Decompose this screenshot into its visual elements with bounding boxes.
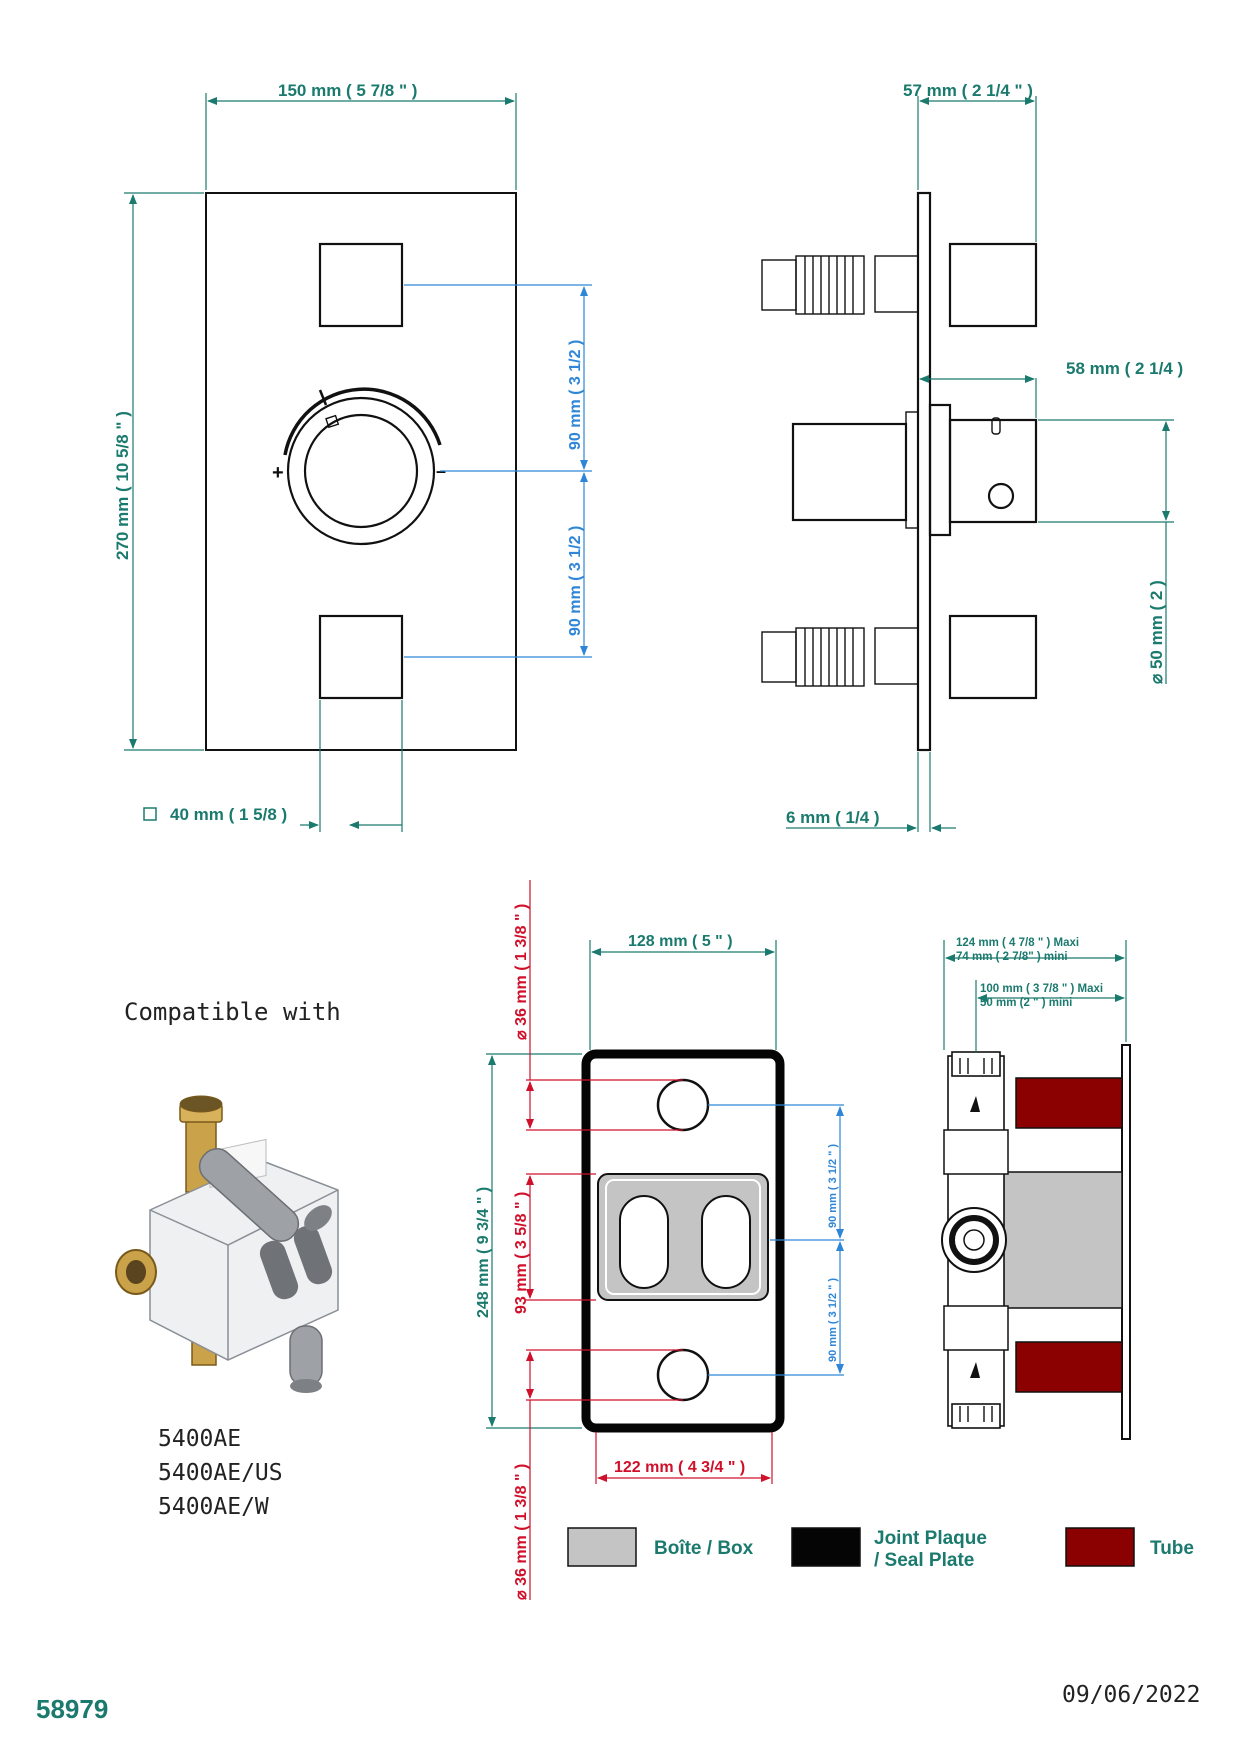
- legend-swatch-seal: [791, 1527, 861, 1567]
- side-seal-plate: [1121, 1044, 1131, 1440]
- model-2: 5400AE/US: [158, 1460, 283, 1486]
- legend: Boîte / Box Joint Plaque / Seal Plate Tu…: [567, 1527, 1194, 1571]
- compatible-section: Compatible with 5400AE 5400AE/US 540: [115, 998, 341, 1520]
- legend-label-seal-1: Joint Plaque: [874, 1528, 987, 1549]
- upper-spacing-label: 90 mm ( 3 1/2 ): [567, 340, 584, 450]
- box-depth-min-label: 74 mm ( 2 7/8" ) mini: [956, 951, 1068, 963]
- width-label: 150 mm ( 5 7/8 " ): [278, 81, 417, 100]
- lower-spacing-label: 90 mm ( 3 1/2 ): [567, 526, 584, 636]
- thickness-label: 6 mm ( 1/4 ): [786, 808, 880, 827]
- upper-tube: [1015, 1077, 1123, 1129]
- legend-swatch-tube: [1065, 1527, 1135, 1567]
- plus-sign: +: [272, 462, 284, 484]
- upper-spline: [761, 255, 865, 315]
- hole-top: [656, 1078, 710, 1132]
- box-front-view: 128 mm ( 5 " ) 122 mm ( 4 3/4 " ) 248 mm…: [475, 880, 844, 1600]
- legend-label-box: Boîte / Box: [654, 1538, 754, 1559]
- lower-tube: [1015, 1341, 1123, 1393]
- box-side-view: 124 mm ( 4 7/8 " ) Maxi 74 mm ( 2 7/8" )…: [941, 937, 1131, 1440]
- hole-bottom-label: ⌀ 36 mm ( 1 3/8 " ): [513, 1464, 530, 1600]
- thermostat-knob-outer: [286, 396, 436, 546]
- thermostat-knob-inner: [303, 413, 419, 529]
- temperature-arc: [283, 387, 442, 456]
- depth-mid-label: 58 mm ( 2 1/4 ): [1066, 359, 1183, 378]
- diameter-label: ⌀ 50 mm ( 2 ): [1147, 580, 1166, 684]
- model-3: 5400AE/W: [158, 1494, 269, 1520]
- box-bottom-width-label: 122 mm ( 4 3/4 " ): [614, 1459, 745, 1476]
- slot-left: [619, 1195, 669, 1289]
- box-top-width-label: 128 mm ( 5 " ): [628, 933, 733, 950]
- box-inner-min-label: 50 mm (2 " ) mini: [980, 997, 1072, 1009]
- side-plate: [916, 191, 932, 752]
- lower-spline: [761, 627, 865, 687]
- front-view: + – 150 mm ( 5 7/8 " ) 270 mm ( 10 5/8 "…: [113, 81, 592, 832]
- cutout-height-label: 93 mm ( 3 5/8 " ): [513, 1192, 530, 1314]
- slot-right: [701, 1195, 751, 1289]
- hole-top-label: ⌀ 36 mm ( 1 3/8 " ): [513, 904, 530, 1040]
- model-1: 5400AE: [158, 1426, 241, 1452]
- arc-tick: [318, 389, 328, 406]
- box-spacing-lower-label: 90 mm ( 3 1/2 " ): [827, 1278, 839, 1362]
- square-label: 40 mm ( 1 5/8 ): [170, 805, 287, 824]
- date: 09/06/2022: [1062, 1682, 1200, 1708]
- hole-bottom: [656, 1348, 710, 1402]
- lower-square-knob: [318, 614, 404, 700]
- side-view: 57 mm ( 2 1/4 " ) 58 mm ( 2 1/4 ) ⌀ 50 m…: [761, 81, 1183, 832]
- box-inner-max-label: 100 mm ( 3 7/8 " ) Maxi: [980, 983, 1103, 995]
- box-height-label: 248 mm ( 9 3/4 " ): [475, 1187, 492, 1318]
- compatible-heading: Compatible with: [124, 998, 341, 1026]
- legend-label-seal-2: / Seal Plate: [874, 1550, 974, 1571]
- legend-label-tube: Tube: [1150, 1538, 1194, 1559]
- mixing-valve-image: [115, 1095, 339, 1393]
- square-symbol-icon: [143, 807, 157, 821]
- box-spacing-upper-label: 90 mm ( 3 1/2 " ): [827, 1144, 839, 1228]
- upper-square-knob: [318, 242, 404, 328]
- height-label: 270 mm ( 10 5/8 " ): [113, 411, 132, 560]
- reference-number: 58979: [36, 1694, 108, 1724]
- legend-swatch-box: [567, 1527, 637, 1567]
- box-depth-max-label: 124 mm ( 4 7/8 " ) Maxi: [956, 937, 1079, 949]
- depth-top-label: 57 mm ( 2 1/4 " ): [903, 81, 1033, 100]
- knob-indicator: [325, 414, 340, 429]
